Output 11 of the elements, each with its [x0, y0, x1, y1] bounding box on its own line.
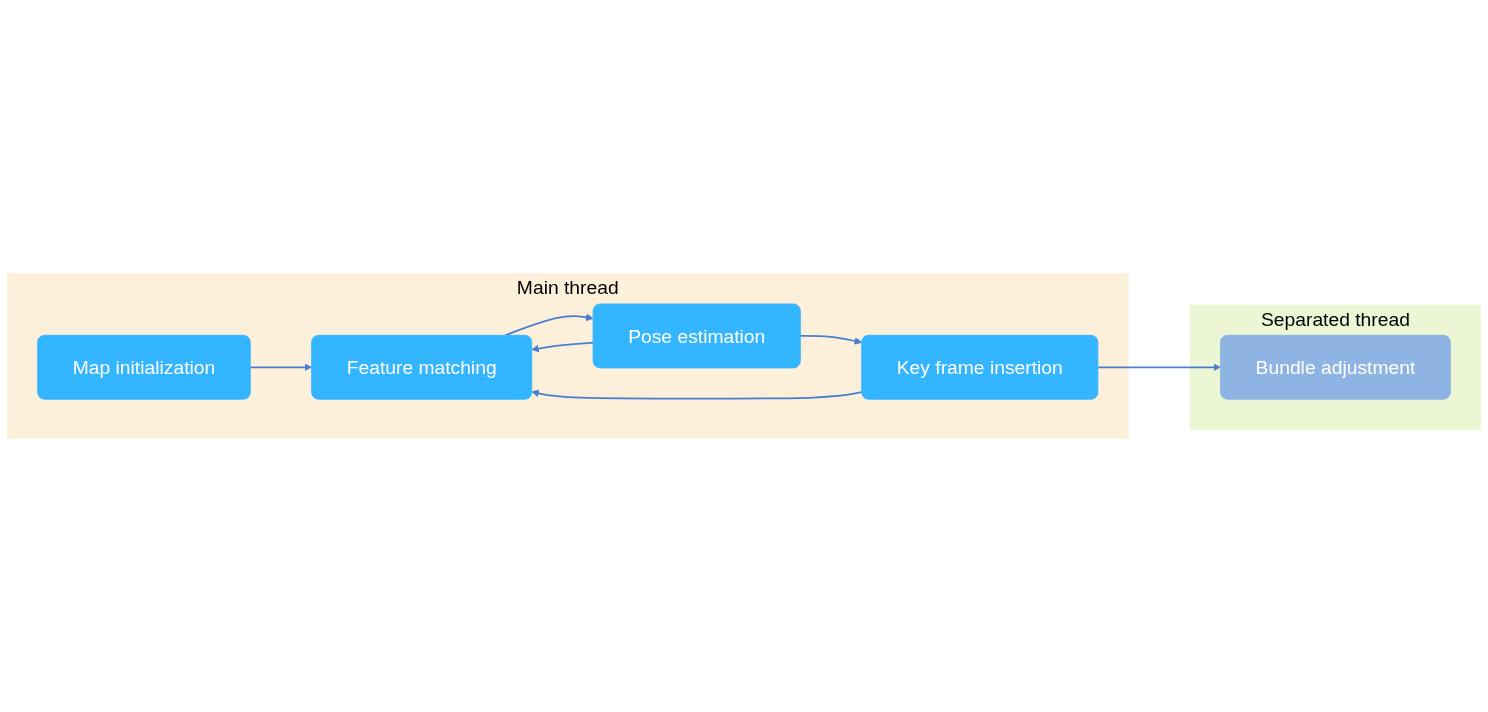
node-box: Key frame insertion — [861, 334, 1099, 400]
arrow — [531, 389, 863, 400]
node-box: Bundle adjustment — [1220, 334, 1451, 400]
arrow — [799, 335, 863, 345]
arrow — [531, 341, 594, 353]
node-box: Feature matching — [311, 334, 533, 400]
arrow — [504, 313, 594, 337]
node-box: Map initialization — [37, 334, 251, 400]
node-box: Pose estimation — [592, 303, 801, 369]
arrow — [1097, 363, 1221, 372]
arrow — [249, 363, 312, 372]
